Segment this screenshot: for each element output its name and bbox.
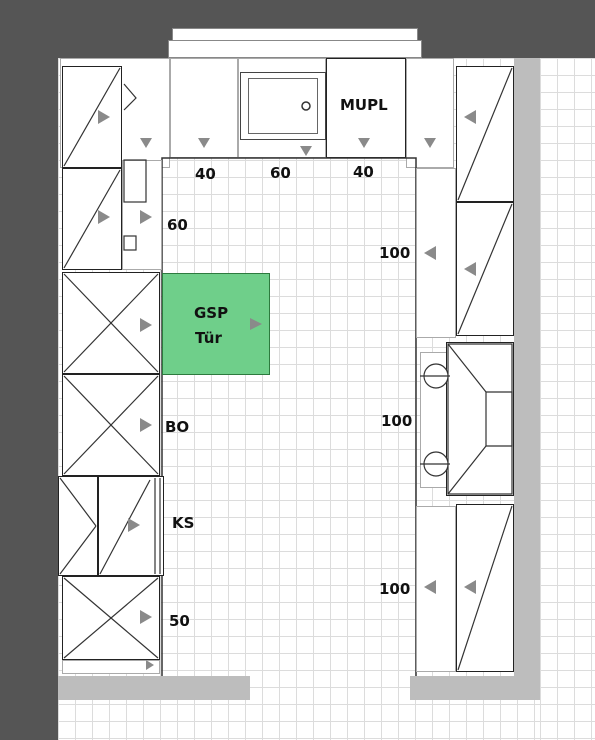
- label-tur: Tür: [195, 329, 222, 347]
- triangle-arrow-icon: [424, 580, 436, 594]
- triangle-arrow-icon: [140, 610, 152, 624]
- triangle-arrow-icon: [140, 318, 152, 332]
- triangle-arrow-icon: [464, 580, 476, 594]
- label-gsp: GSP: [194, 304, 229, 322]
- triangle-arrow-icon: [464, 110, 476, 124]
- right-wall: [514, 58, 540, 700]
- label-left-60: 60: [167, 216, 188, 234]
- label-top-40-right: 40: [353, 163, 374, 181]
- hob-icon: [420, 363, 450, 477]
- left-cabinet-side: [122, 160, 162, 270]
- left-plinth: [62, 660, 160, 674]
- top-right-corner-counter: [406, 58, 454, 168]
- triangle-arrow-icon: [464, 262, 476, 276]
- triangle-arrow-icon: [250, 318, 262, 330]
- triangle-arrow-icon: [140, 418, 152, 432]
- bottom-right-wall: [410, 676, 540, 700]
- triangle-arrow-icon: [98, 210, 110, 224]
- triangle-arrow-icon: [146, 660, 154, 670]
- triangle-arrow-icon: [424, 246, 436, 260]
- triangle-arrow-icon: [424, 138, 436, 148]
- triangle-arrow-icon: [128, 518, 140, 532]
- bottom-left-wall: [58, 676, 250, 700]
- cabinet-ks-left: [58, 476, 98, 576]
- triangle-arrow-icon: [140, 210, 152, 224]
- hood-cabinet: [446, 342, 514, 496]
- triangle-arrow-icon: [358, 138, 370, 148]
- triangle-arrow-icon: [198, 138, 210, 148]
- triangle-arrow-icon: [98, 110, 110, 124]
- left-wall: [0, 0, 58, 740]
- label-ks: KS: [172, 514, 195, 532]
- label-top-60: 60: [270, 164, 291, 182]
- triangle-arrow-icon: [140, 138, 152, 148]
- label-right-100-middle: 100: [381, 412, 413, 430]
- label-right-100-bottom: 100: [379, 580, 411, 598]
- label-top-40-left: 40: [195, 165, 216, 183]
- label-right-100-top: 100: [379, 244, 411, 262]
- right-grid: [540, 58, 595, 740]
- sink-icon: [248, 78, 318, 134]
- label-mupl: MUPL: [340, 96, 388, 114]
- label-left-50: 50: [169, 612, 190, 630]
- label-bo: BO: [165, 418, 190, 436]
- triangle-arrow-icon: [300, 146, 312, 156]
- window-frame: [168, 40, 422, 58]
